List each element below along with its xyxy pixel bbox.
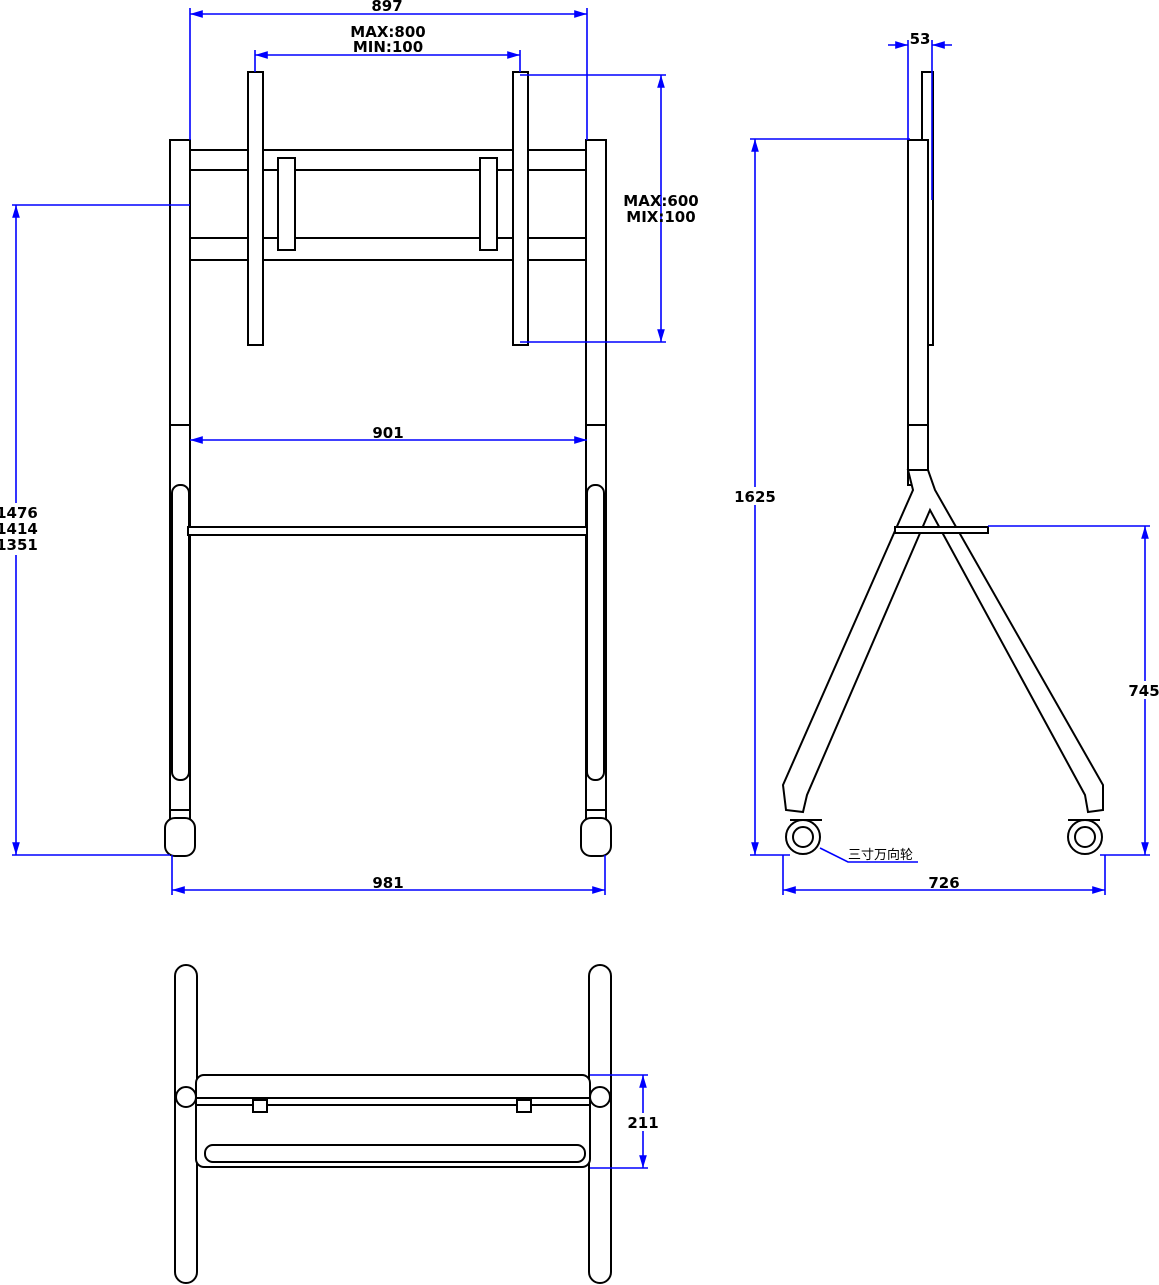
dim-897: 897 [371, 0, 402, 15]
side-shelf [894, 526, 989, 534]
front-right-caster [580, 809, 612, 857]
top-left-rail [174, 964, 198, 1284]
dim-vesa-width-min: MIN:100 [353, 38, 423, 56]
top-shelf [195, 1074, 591, 1168]
left-mount-bracket [247, 71, 264, 346]
front-left-caster [164, 809, 196, 857]
top-view [174, 964, 612, 1284]
dim-53: 53 [910, 30, 931, 48]
side-dimensions: 53 1625 745 726 三寸万向轮 [734, 30, 1159, 895]
dim-726: 726 [928, 874, 959, 892]
dim-981: 981 [372, 874, 403, 892]
right-mount-bracket [512, 71, 529, 346]
caster-callout: 三寸万向轮 [848, 847, 913, 863]
dim-height-1351: 1351 [0, 536, 38, 554]
side-right-caster [1067, 819, 1103, 855]
dim-901: 901 [372, 424, 403, 442]
dim-vesa-height-min: MIX:100 [626, 208, 695, 226]
top-dimensions: 211 [590, 1074, 659, 1169]
front-dimensions: 897 MAX:800 MIN:100 MAX:600 MIX:100 901 … [0, 0, 699, 895]
side-legs [781, 469, 1104, 814]
dim-height-1476: 1476 [0, 504, 38, 522]
front-view [164, 71, 612, 857]
side-column [907, 139, 929, 486]
side-view [781, 71, 1104, 855]
dim-745: 745 [1128, 682, 1159, 700]
dim-211: 211 [627, 1114, 658, 1132]
front-shelf [187, 526, 588, 536]
dim-1625: 1625 [734, 488, 776, 506]
side-left-caster [785, 819, 822, 855]
dim-vesa-width-max: MAX:800 [350, 23, 425, 41]
top-right-rail [588, 964, 612, 1284]
dim-vesa-height-max: MAX:600 [623, 192, 698, 210]
dim-height-1414: 1414 [0, 520, 38, 538]
